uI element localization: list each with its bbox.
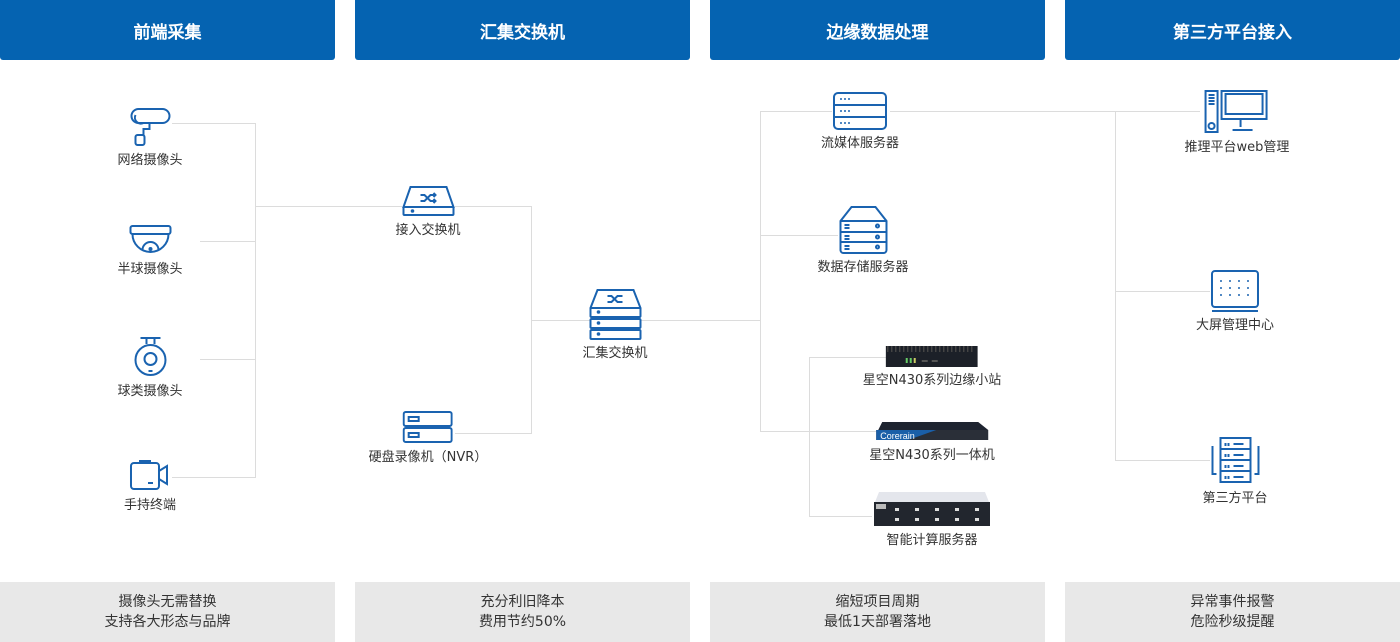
footer-line: 异常事件报警 [1190, 594, 1275, 610]
node-big-screen: 大屏管理中心 [1196, 270, 1274, 334]
node-core-switch: 汇集交换机 [582, 288, 648, 362]
node-stream-server: 流媒体服务器 [821, 92, 899, 152]
server-rack-icon [1210, 437, 1259, 483]
node-label: 第三方平台 [1202, 491, 1268, 506]
node-label: 星空N430系列一体机 [869, 448, 995, 463]
node-handheld: 手持终端 [124, 458, 176, 514]
brand-logo-text: Corerain [880, 431, 915, 441]
node-label: 网络摄像头 [117, 153, 183, 168]
node-all-in-one: Corerain 星空N430系列一体机 [869, 420, 995, 464]
compute-server-device-image [874, 492, 990, 526]
node-access-switch: 接入交换机 [395, 185, 461, 239]
core-switch-icon [588, 289, 641, 340]
nvr-icon [403, 411, 453, 443]
ball-camera-icon [133, 337, 166, 376]
all-in-one-device-image: Corerain [875, 422, 988, 441]
edge-station-device-image [885, 346, 978, 367]
node-label: 智能计算服务器 [886, 533, 978, 548]
node-label: 硬盘录像机（NVR） [368, 450, 488, 465]
node-label: 球类摄像头 [117, 384, 183, 399]
footer-line: 最低1天部署落地 [824, 614, 931, 630]
switch-icon [401, 186, 455, 216]
video-camera-icon [129, 460, 168, 490]
big-screen-icon [1210, 270, 1259, 312]
node-label: 半球摄像头 [117, 262, 183, 277]
column-footer-switch: 充分利旧降本费用节约50% [355, 582, 690, 642]
node-label: 汇集交换机 [582, 346, 648, 361]
column-header-switch: 汇集交换机 [355, 0, 690, 60]
node-edge-station: 星空N430系列边缘小站 [862, 345, 1002, 389]
column-footer-third-party: 异常事件报警危险秒级提醒 [1065, 582, 1400, 642]
column-header-edge: 边缘数据处理 [710, 0, 1045, 60]
column-header-frontend: 前端采集 [0, 0, 335, 60]
footer-line: 支持各大形态与品牌 [104, 614, 231, 630]
footer-line: 缩短项目周期 [835, 594, 920, 610]
node-label: 大屏管理中心 [1195, 318, 1275, 333]
node-compute-server: 智能计算服务器 [873, 491, 991, 549]
node-label: 星空N430系列边缘小站 [862, 373, 1002, 388]
column-header-third-party: 第三方平台接入 [1065, 0, 1400, 60]
footer-line: 充分利旧降本 [480, 594, 565, 610]
node-storage-server: 数据存储服务器 [817, 206, 909, 276]
footer-line: 危险秒级提醒 [1190, 614, 1275, 630]
node-label: 手持终端 [123, 498, 177, 513]
node-label: 数据存储服务器 [817, 260, 909, 275]
dome-camera-icon [128, 225, 171, 253]
node-network-camera: 网络摄像头 [117, 107, 183, 169]
desktop-computer-icon [1204, 90, 1268, 133]
storage-server-icon [838, 206, 887, 254]
server-icon [832, 92, 887, 130]
node-ball-camera: 球类摄像头 [117, 336, 183, 400]
node-nvr: 硬盘录像机（NVR） [368, 410, 488, 466]
node-label: 流媒体服务器 [820, 136, 900, 151]
node-label: 接入交换机 [395, 223, 461, 238]
column-footer-edge: 缩短项目周期最低1天部署落地 [710, 582, 1045, 642]
node-label: 推理平台web管理 [1184, 140, 1290, 155]
node-web-mgmt: 推理平台web管理 [1184, 90, 1290, 156]
footer-line: 费用节约50% [478, 614, 567, 630]
node-dome-camera: 半球摄像头 [117, 224, 183, 278]
node-third-party: 第三方平台 [1202, 437, 1268, 507]
network-camera-icon [129, 108, 170, 146]
footer-line: 摄像头无需替换 [118, 594, 217, 610]
column-footer-frontend: 摄像头无需替换支持各大形态与品牌 [0, 582, 335, 642]
